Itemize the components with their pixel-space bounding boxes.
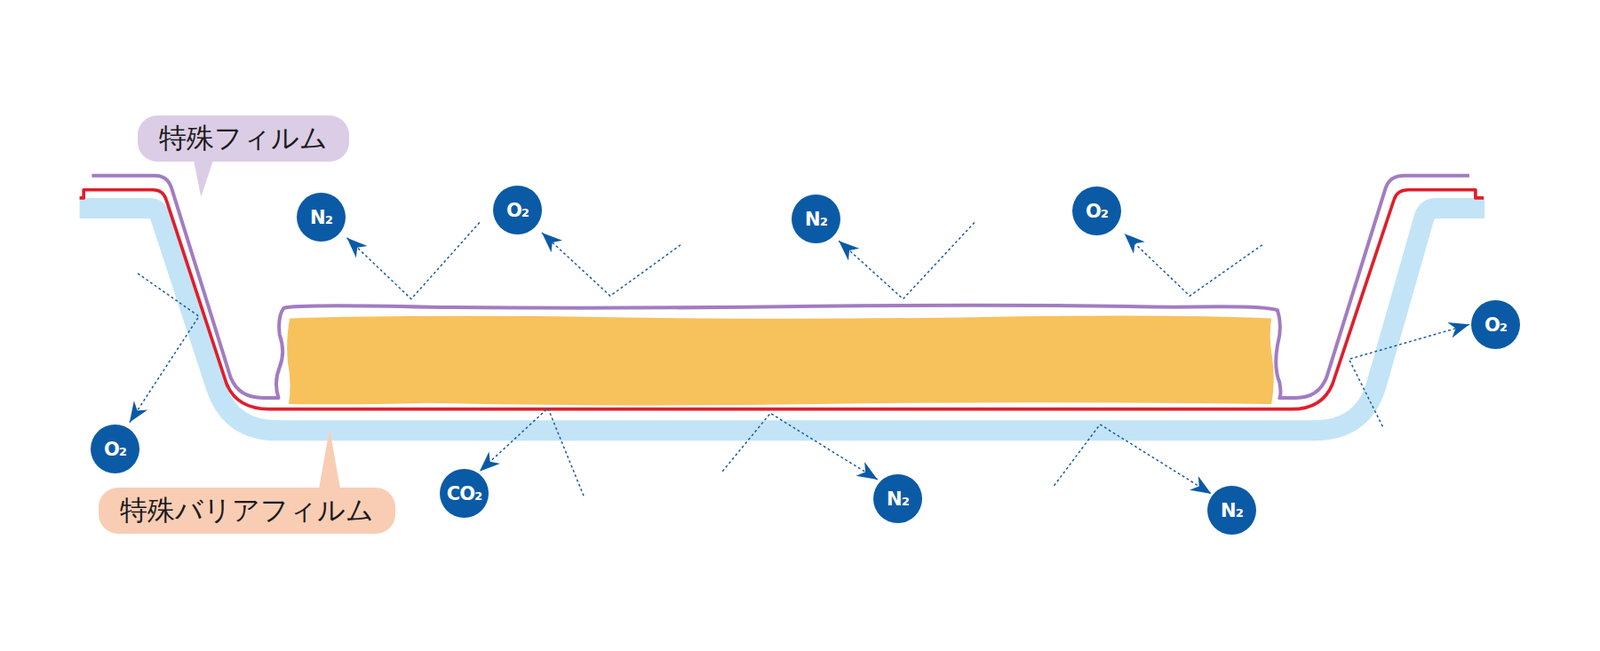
gas-path [838, 222, 975, 299]
molecule-formula: CO₂ [446, 483, 482, 505]
gas-molecule: N₂ [296, 192, 346, 242]
gas-path [1054, 424, 1212, 494]
gas-paths [129, 222, 1470, 496]
barrier-film [79, 190, 1484, 410]
callout-tail [318, 429, 341, 493]
gas-path [1124, 233, 1263, 296]
molecule-formula: O₂ [506, 199, 529, 222]
gas-path [541, 232, 681, 296]
film-label: 特殊フィルム [159, 119, 328, 158]
gas-molecule: O₂ [493, 185, 542, 235]
molecule-formula: N₂ [310, 206, 333, 229]
molecule-formula: N₂ [804, 208, 828, 231]
gas-molecule: N₂ [873, 474, 923, 524]
callout-label: 特殊バリアフィルム [98, 487, 396, 534]
gas-molecule: CO₂ [439, 469, 489, 518]
gas-path [347, 222, 480, 299]
gas-molecule: N₂ [1207, 485, 1257, 535]
gas-molecule: N₂ [791, 194, 841, 244]
molecule-formula: N₂ [886, 488, 909, 510]
tray-body [79, 207, 1486, 430]
gas-molecule: O₂ [1471, 300, 1521, 350]
molecule-formula: O₂ [1484, 314, 1507, 336]
film-label: 特殊バリアフィルム [119, 492, 375, 530]
gas-molecule: O₂ [90, 424, 140, 474]
gas-path [129, 273, 200, 423]
food [286, 315, 1274, 406]
gas-molecule: O₂ [1072, 186, 1122, 236]
molecule-formula: N₂ [1220, 500, 1243, 522]
gas-path [1348, 324, 1470, 427]
special-film [91, 175, 1470, 399]
molecule-formula: O₂ [103, 438, 127, 461]
callout-label: 特殊フィルム [137, 115, 350, 162]
molecule-formula: O₂ [1085, 200, 1108, 223]
gas-path [479, 408, 584, 497]
gas-path [722, 413, 878, 480]
